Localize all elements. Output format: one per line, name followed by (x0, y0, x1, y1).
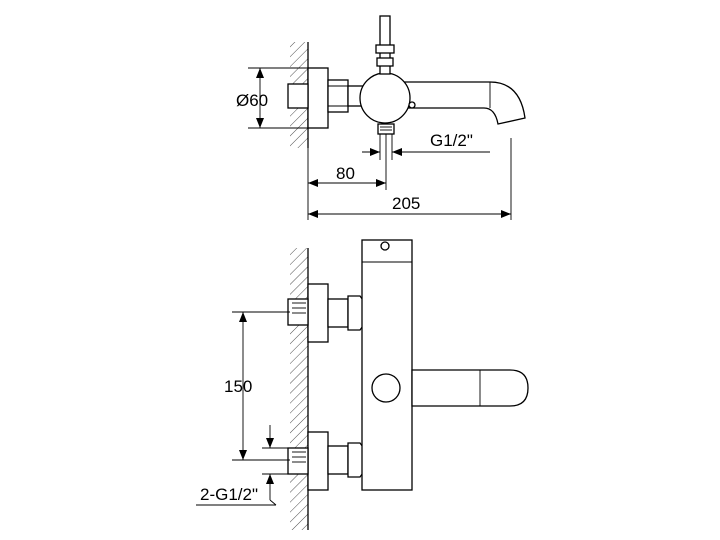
inlet-pipe-top (287, 83, 309, 109)
lower-rosette (307, 431, 329, 491)
wall-hatch-front (290, 248, 308, 530)
wall-rosette-top (307, 67, 329, 129)
lower-nut (327, 445, 349, 475)
top-view: Ø60 G1/2" 80 205 (236, 15, 526, 220)
diverter-knob (371, 373, 401, 403)
dim-150-label: 150 (224, 377, 252, 396)
upper-nut (327, 298, 349, 328)
spout-top (399, 81, 526, 125)
spout-front (411, 369, 529, 407)
lower-inlet-pipe (287, 447, 309, 475)
outlet-thread-top (377, 123, 395, 135)
inlet-thread-label: 2-G1/2" (200, 485, 258, 504)
thread-label: G1/2" (430, 131, 473, 150)
dim-80-label: 80 (336, 164, 355, 183)
front-view: 150 2-G1/2" (196, 239, 529, 530)
mixer-column (361, 239, 413, 491)
dim-205-label: 205 (392, 194, 420, 213)
valve-body-top (359, 72, 411, 124)
diameter-label: Ø60 (236, 91, 268, 110)
upper-rosette (307, 283, 329, 343)
connector-nut-top (327, 79, 349, 113)
